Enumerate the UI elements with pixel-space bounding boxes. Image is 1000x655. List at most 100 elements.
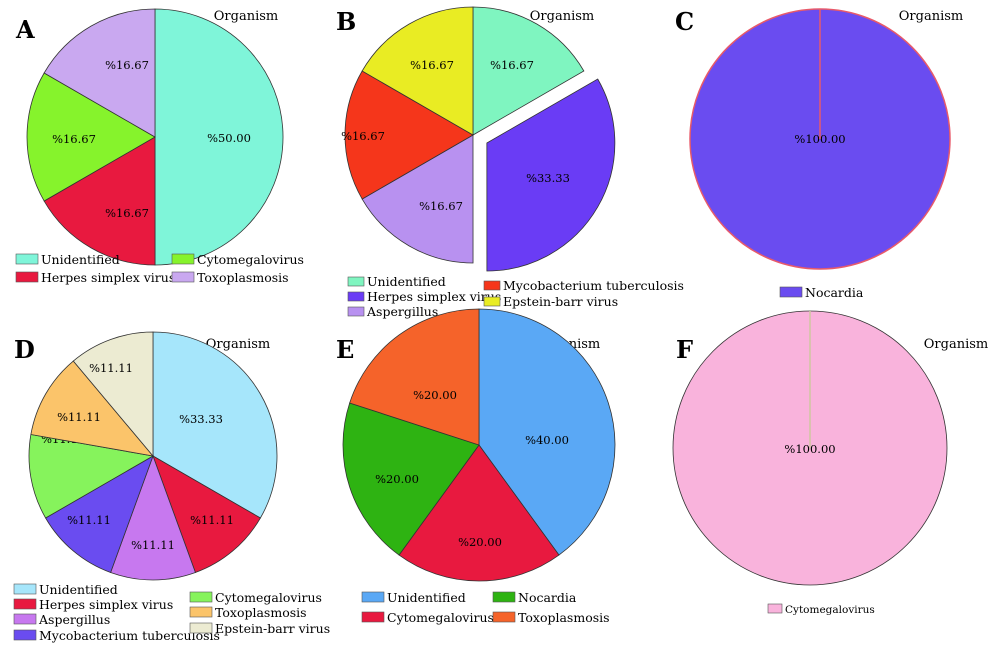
- legend-label: Cytomegalovirus: [387, 610, 494, 625]
- pie-slice-unidentified: [152, 331, 278, 519]
- chart-title: Organism: [530, 9, 594, 24]
- panel-d: D Organism %33.33 %11.11 %11.11 %11.11 %11.11%…: [13, 331, 330, 643]
- pie-slice-unidentified: [154, 8, 284, 266]
- slice-label: %16.67: [410, 58, 454, 72]
- legend-swatch: [492, 611, 516, 623]
- legend-label: Toxoplasmosis: [197, 270, 289, 285]
- legend-swatch: [15, 253, 39, 265]
- legend-label: Herpes simplex virus: [39, 597, 173, 612]
- pie-slice-epstein-barr-virus: [72, 331, 154, 458]
- legend-label: Cytomegalovirus: [785, 604, 875, 616]
- panel-letter: A: [15, 15, 35, 44]
- slice-label: %50.00: [207, 131, 251, 145]
- pie-slice-cytomegalovirus: [28, 434, 155, 519]
- legend-swatch: [15, 271, 39, 283]
- legend: Cytomegalovirus: [767, 603, 875, 616]
- legend-label: Mycobacterium tuberculosis: [39, 628, 220, 643]
- pie-slice-toxoplasmosis: [30, 360, 155, 457]
- legend-swatch: [347, 291, 365, 302]
- legend-label: Unidentified: [387, 590, 466, 605]
- pie-slice-unidentified: [478, 308, 616, 556]
- legend-swatch: [13, 629, 37, 641]
- slice-label: %33.33: [179, 412, 223, 426]
- pie-slice-cytomegalovirus: [26, 72, 156, 202]
- legend-swatch: [483, 296, 501, 307]
- slice-label: %11.11: [57, 410, 101, 424]
- panel-a: A Organism %50.00 %16.67 %16.67 %16.67Unident…: [15, 8, 304, 285]
- legend-label: Unidentified: [367, 274, 446, 289]
- pie-slice-herpes-simplex-virus: [43, 136, 156, 266]
- pie-slice-herpes-simplex-virus: [152, 455, 261, 574]
- pie-slice-toxoplasmosis: [349, 308, 480, 446]
- legend-swatch: [13, 613, 37, 625]
- legend-swatch: [189, 622, 213, 634]
- slice-label: %16.67: [341, 129, 385, 143]
- legend-swatch: [171, 271, 195, 283]
- legend-label: Epstein-barr virus: [215, 621, 330, 636]
- legend-swatch: [347, 276, 365, 287]
- legend-swatch: [171, 253, 195, 265]
- legend-swatch: [779, 286, 803, 298]
- chart-title: Organism: [206, 337, 270, 352]
- legend-label: Epstein-barr virus: [503, 294, 618, 309]
- legend-label: Nocardia: [518, 590, 577, 605]
- slice-label: %16.67: [105, 206, 149, 220]
- pie-slice-nocardia: [342, 402, 480, 556]
- legend-label: Herpes simplex virus: [41, 270, 175, 285]
- legend-swatch: [492, 591, 516, 603]
- legend-label: Toxoplasmosis: [215, 605, 307, 620]
- slice-label: %20.00: [375, 472, 419, 486]
- slice-label: %16.67: [490, 58, 534, 72]
- legend-label: Toxoplasmosis: [518, 610, 610, 625]
- slice-label: %100.00: [784, 442, 835, 456]
- slice-label: %11.11: [67, 513, 111, 527]
- panel-b: B Organism %16.67 %33.33 %16.67 %16.67 %16.67U…: [336, 6, 684, 319]
- slice-label: %11.11: [190, 513, 234, 527]
- panel-letter: B: [336, 7, 356, 36]
- chart-title: Organism: [899, 9, 963, 24]
- slice-label: %40.00: [525, 433, 569, 447]
- legend-label: Unidentified: [39, 582, 118, 597]
- panel-letter: E: [336, 335, 354, 364]
- chart-title: Organism: [214, 9, 278, 24]
- legend-swatch: [767, 603, 783, 614]
- slice-label: %16.67: [105, 58, 149, 72]
- slice-label: %20.00: [413, 388, 457, 402]
- pie-slice-cytomegalovirus: [398, 444, 560, 582]
- panel-e: EOrganism%40.00%20.00%20.00%20.00Unident…: [336, 308, 616, 625]
- slice-label: %11.11: [131, 538, 175, 552]
- slice-label: %11.11: [89, 361, 133, 375]
- legend: Nocardia: [779, 285, 864, 300]
- legend-swatch: [189, 606, 213, 618]
- legend-label: Nocardia: [805, 285, 864, 300]
- legend-swatch: [189, 591, 213, 603]
- legend-swatch: [361, 611, 385, 623]
- pie-slice-mycobacterium-tuberculosis: [344, 70, 474, 200]
- legend-label: Herpes simplex virus: [367, 289, 501, 304]
- legend-label: Aspergillus: [366, 304, 438, 319]
- slice-label: %16.67: [419, 199, 463, 213]
- legend-swatch: [13, 598, 37, 610]
- legend-label: Aspergillus: [38, 612, 110, 627]
- pie-slice-herpes-simplex-virus: [486, 78, 616, 272]
- legend-label: Unidentified: [41, 252, 120, 267]
- panel-letter: D: [14, 335, 35, 364]
- pie-slice-mycobacterium-tuberculosis: [45, 455, 154, 574]
- legend-label: Mycobacterium tuberculosis: [503, 278, 684, 293]
- slice-label: %33.33: [526, 171, 570, 185]
- legend-swatch: [361, 591, 385, 603]
- pie-slice-aspergillus: [110, 454, 196, 581]
- panel-letter: C: [675, 7, 694, 36]
- legend-swatch: [347, 306, 365, 317]
- slice-label: %16.67: [52, 132, 96, 146]
- legend-label: Cytomegalovirus: [197, 252, 304, 267]
- legend-swatch: [483, 280, 501, 291]
- slice-label: %20.00: [458, 535, 502, 549]
- pie-outline: [689, 8, 951, 270]
- pie-slice-toxoplasmosis: [43, 8, 156, 138]
